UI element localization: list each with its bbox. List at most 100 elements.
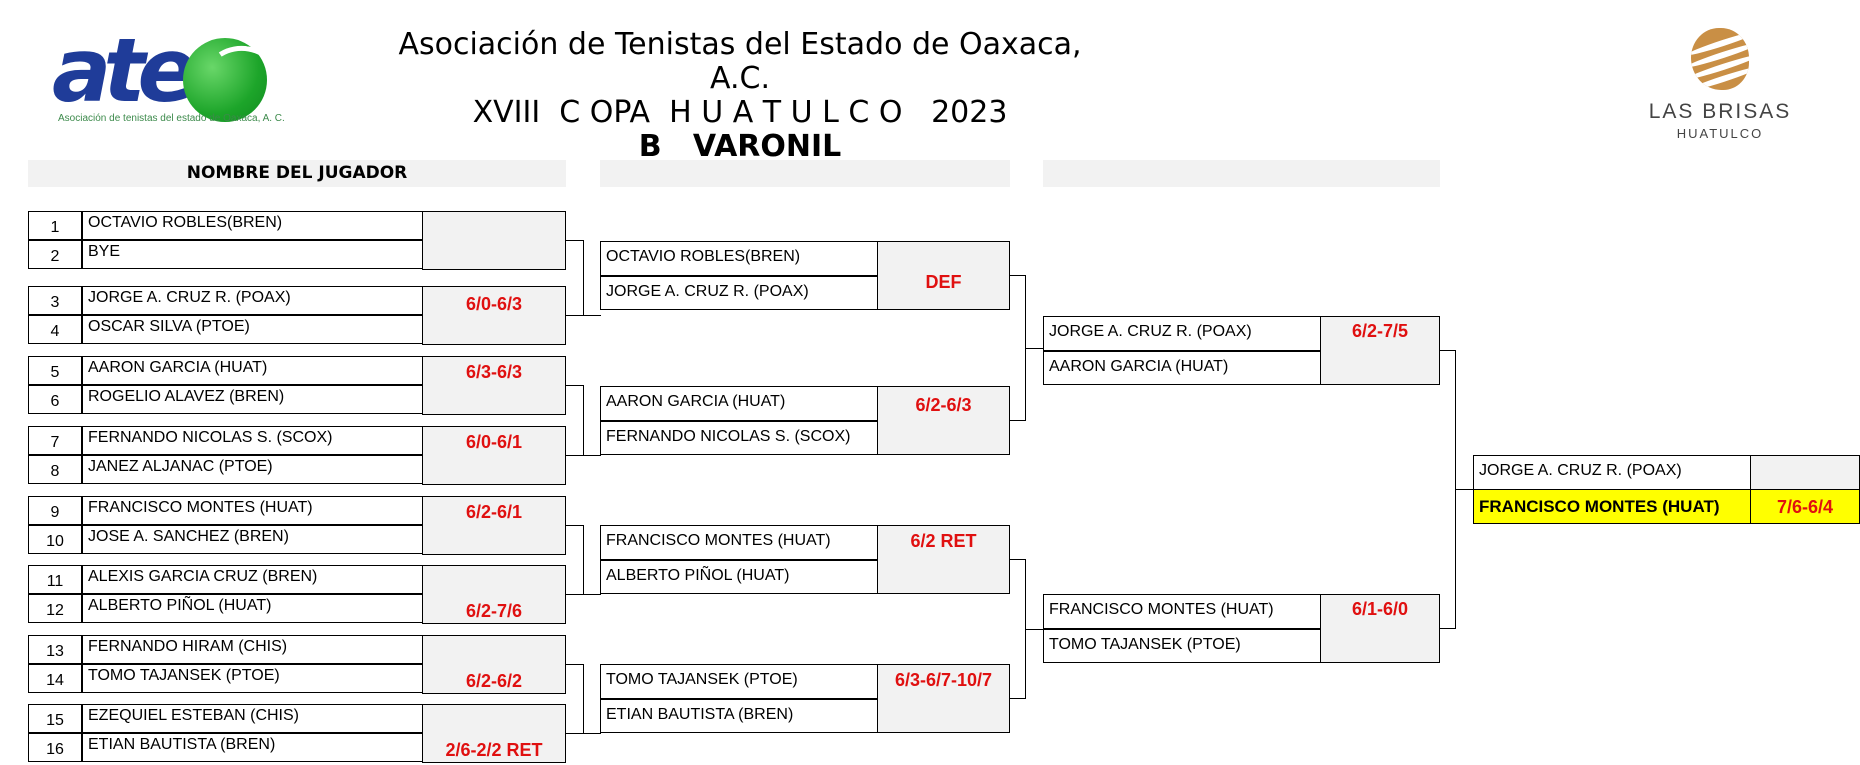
round2-header bbox=[600, 160, 1010, 187]
atec-logo-caption: Asociación de tenistas del estado de Oax… bbox=[58, 113, 285, 124]
bracket-connector bbox=[583, 315, 601, 316]
bracket-connector bbox=[583, 525, 584, 595]
seed-number: 16 bbox=[28, 733, 82, 762]
bracket-connector bbox=[583, 240, 584, 316]
seed-number: 9 bbox=[28, 496, 82, 525]
final-score-top-box bbox=[1750, 455, 1860, 490]
bracket-connector bbox=[1025, 348, 1043, 349]
seed-number: 12 bbox=[28, 594, 82, 623]
bracket-connector bbox=[566, 594, 584, 595]
match-score-box: 6/3-6/3 bbox=[422, 356, 566, 415]
player-name: AARON GARCIA (HUAT) bbox=[600, 386, 878, 421]
match-score-box: 6/1-6/0 bbox=[1320, 594, 1440, 663]
match-score-box: 2/6-2/2 RET bbox=[422, 704, 566, 763]
title-category: B VARONIL bbox=[638, 129, 842, 164]
seed-number: 6 bbox=[28, 385, 82, 414]
bracket-connector bbox=[566, 315, 584, 316]
match-score-box bbox=[422, 211, 566, 270]
match-score-box: 6/2-7/6 bbox=[422, 565, 566, 624]
player-name: JOSE A. SANCHEZ (BREN) bbox=[82, 525, 424, 554]
bracket-connector bbox=[583, 385, 584, 456]
player-name: ETIAN BAUTISTA (BREN) bbox=[82, 733, 424, 762]
match-score-box: 6/2 RET bbox=[877, 525, 1010, 594]
bracket-connector bbox=[1010, 698, 1026, 699]
title-association: Asociación de Tenistas del Estado de Oax… bbox=[398, 27, 1082, 96]
player-name: JORGE A. CRUZ R. (POAX) bbox=[82, 286, 424, 315]
match-score: 6/3-6/3 bbox=[465, 362, 523, 382]
seed-number: 1 bbox=[28, 211, 82, 240]
match-score: DEF bbox=[925, 272, 962, 292]
bracket-connector bbox=[1440, 350, 1456, 351]
bracket-connector bbox=[583, 455, 601, 456]
bracket-connector bbox=[583, 594, 601, 595]
seed-number: 13 bbox=[28, 635, 82, 664]
bracket-connector bbox=[1025, 629, 1043, 630]
player-name: OSCAR SILVA (PTOE) bbox=[82, 315, 424, 344]
round1-header: NOMBRE DEL JUGADOR bbox=[28, 160, 566, 187]
player-name: FRANCISCO MONTES (HUAT) bbox=[600, 525, 878, 560]
seed-number: 3 bbox=[28, 286, 82, 315]
player-name: JANEZ ALJANAC (PTOE) bbox=[82, 455, 424, 484]
match-score: 7/6-6/4 bbox=[1776, 497, 1834, 517]
match-score-box: 6/0-6/3 bbox=[422, 286, 566, 345]
player-name: ALEXIS GARCIA CRUZ (BREN) bbox=[82, 565, 424, 594]
player-name: JORGE A. CRUZ R. (POAX) bbox=[600, 276, 878, 310]
player-name: AARON GARCIA (HUAT) bbox=[1043, 351, 1322, 385]
sponsor-name: LAS BRISAS bbox=[1648, 100, 1792, 123]
match-score: 6/0-6/1 bbox=[465, 432, 523, 452]
match-score-box: 6/2-6/2 bbox=[422, 635, 566, 694]
bracket-connector bbox=[1440, 628, 1456, 629]
bracket-connector bbox=[566, 733, 584, 734]
player-name: FRANCISCO MONTES (HUAT) bbox=[82, 496, 424, 525]
champion-name: FRANCISCO MONTES (HUAT) bbox=[1473, 489, 1752, 524]
bracket-connector bbox=[566, 525, 584, 526]
player-name: FERNANDO HIRAM (CHIS) bbox=[82, 635, 424, 664]
player-name: OCTAVIO ROBLES(BREN) bbox=[82, 211, 424, 240]
match-score: 6/2-7/5 bbox=[1351, 321, 1409, 341]
match-score-box: 6/2-6/1 bbox=[422, 496, 566, 555]
player-name: OCTAVIO ROBLES(BREN) bbox=[600, 241, 878, 276]
player-name: ALBERTO PIÑOL (HUAT) bbox=[82, 594, 424, 623]
match-score: 6/2-7/6 bbox=[465, 601, 523, 621]
bracket-connector bbox=[566, 455, 584, 456]
bracket-connector bbox=[1010, 559, 1026, 560]
seed-number: 2 bbox=[28, 240, 82, 269]
player-name: ALBERTO PIÑOL (HUAT) bbox=[600, 560, 878, 594]
match-score: 6/2-6/3 bbox=[915, 395, 972, 415]
seed-number: 8 bbox=[28, 455, 82, 484]
player-name: AARON GARCIA (HUAT) bbox=[82, 356, 424, 385]
match-score: 6/1-6/0 bbox=[1351, 599, 1409, 619]
player-name: FERNANDO NICOLAS S. (SCOX) bbox=[82, 426, 424, 455]
match-score-box: 7/6-6/4 bbox=[1750, 489, 1860, 524]
bracket-connector bbox=[566, 240, 584, 241]
seed-number: 14 bbox=[28, 664, 82, 693]
player-name: TOMO TAJANSEK (PTOE) bbox=[600, 664, 878, 699]
seed-number: 4 bbox=[28, 315, 82, 344]
bracket-connector bbox=[1010, 420, 1026, 421]
atec-logo: atec Asociación de tenistas del estado d… bbox=[52, 26, 292, 126]
player-name: TOMO TAJANSEK (PTOE) bbox=[1043, 629, 1322, 663]
player-name: FRANCISCO MONTES (HUAT) bbox=[1043, 594, 1322, 629]
las-brisas-logo: LAS BRISAS HUATULCO bbox=[1640, 28, 1800, 148]
bracket-connector bbox=[1010, 275, 1026, 276]
match-score: 6/2-6/1 bbox=[465, 502, 523, 522]
bracket-connector bbox=[583, 664, 584, 734]
bracket-connector bbox=[583, 733, 601, 734]
match-score-box: 6/2-7/5 bbox=[1320, 316, 1440, 385]
round3-header bbox=[1043, 160, 1440, 187]
player-name: FERNANDO NICOLAS S. (SCOX) bbox=[600, 421, 878, 455]
match-score: 6/2 RET bbox=[910, 531, 977, 551]
player-name: JORGE A. CRUZ R. (POAX) bbox=[1043, 316, 1322, 351]
match-score: 6/2-6/2 bbox=[465, 671, 523, 691]
tournament-title: Asociación de Tenistas del Estado de Oax… bbox=[380, 28, 1100, 164]
player-name: BYE bbox=[82, 240, 424, 269]
finalist-name: JORGE A. CRUZ R. (POAX) bbox=[1473, 455, 1752, 490]
sponsor-subtitle: HUATULCO bbox=[1676, 126, 1764, 141]
match-score-box: 6/3-6/7-10/7 bbox=[877, 664, 1010, 733]
match-score-box: 6/0-6/1 bbox=[422, 426, 566, 485]
tennis-ball-icon bbox=[183, 38, 267, 122]
bracket-connector bbox=[1455, 489, 1473, 490]
match-score-box: DEF bbox=[877, 241, 1010, 310]
title-cup: XVIII C OPA H U A T U L C O 2023 bbox=[472, 95, 1008, 130]
seed-number: 7 bbox=[28, 426, 82, 455]
